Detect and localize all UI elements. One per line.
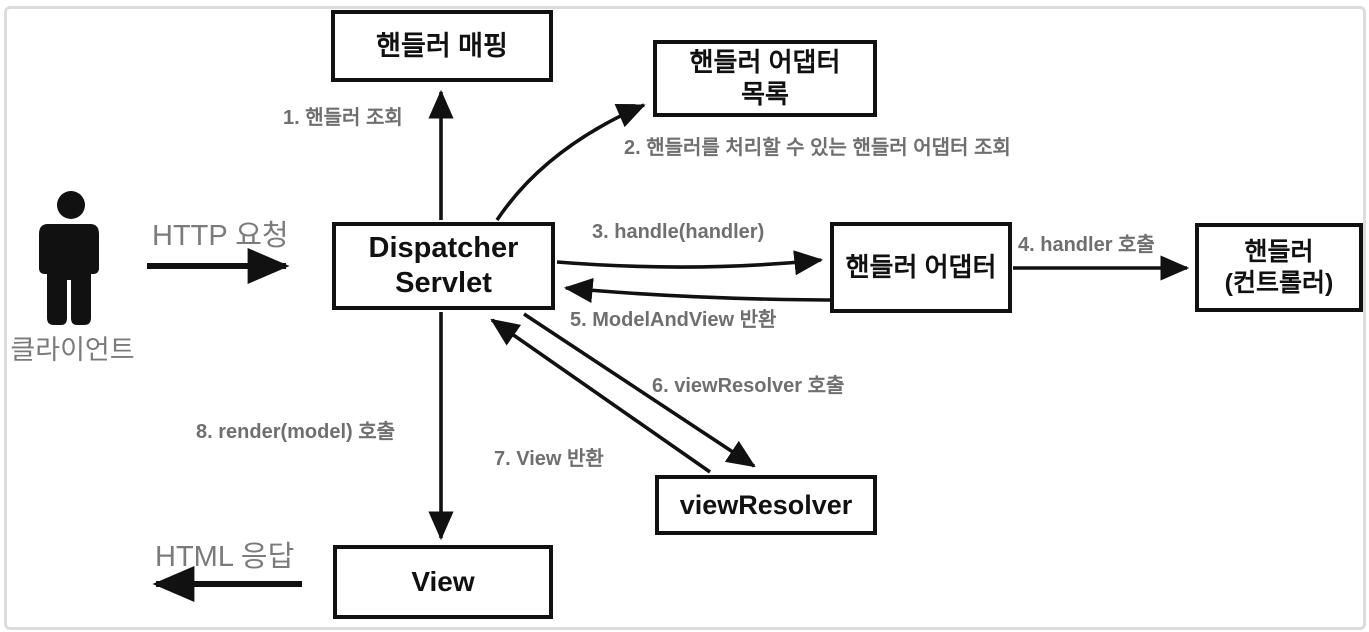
arrow-step6-viewresolver-call (523, 312, 756, 468)
label-client: 클라이언트 (10, 335, 135, 365)
label-html-response: HTML 응답 (155, 541, 295, 573)
node-view-resolver: viewResolver (655, 475, 877, 535)
label-step7-view-return: 7. View 반환 (494, 448, 604, 470)
label-step6-viewresolver-call: 6. viewResolver 호출 (652, 375, 845, 397)
label-http-request: HTTP 요청 (152, 220, 289, 252)
node-handler-controller: 핸들러 (컨트롤러) (1195, 223, 1363, 312)
arrow-step2-adapter-lookup (495, 103, 646, 221)
node-handler-mapping: 핸들러 매핑 (331, 10, 553, 82)
label-step8-render-call: 8. render(model) 호출 (196, 421, 396, 443)
label-step4-handler-call: 4. handler 호출 (1018, 234, 1155, 256)
label-step1-handler-lookup: 1. 핸들러 조회 (283, 107, 403, 129)
node-dispatcher-servlet: Dispatcher Servlet (332, 222, 555, 310)
person-icon (39, 191, 99, 325)
node-handler-adapter-list: 핸들러 어댑터 목록 (653, 40, 877, 117)
label-step5-modelandview-return: 5. ModelAndView 반환 (570, 309, 777, 331)
node-view: View (333, 545, 553, 619)
arrow-step7-view-return (490, 318, 712, 474)
node-handler-adapter: 핸들러 어댑터 (830, 222, 1012, 313)
label-step3-handle: 3. handle(handler) (592, 221, 765, 243)
label-step2-adapter-lookup: 2. 핸들러를 처리할 수 있는 핸들러 어댑터 조회 (624, 137, 1011, 159)
arrow-step3-handle (556, 250, 824, 276)
